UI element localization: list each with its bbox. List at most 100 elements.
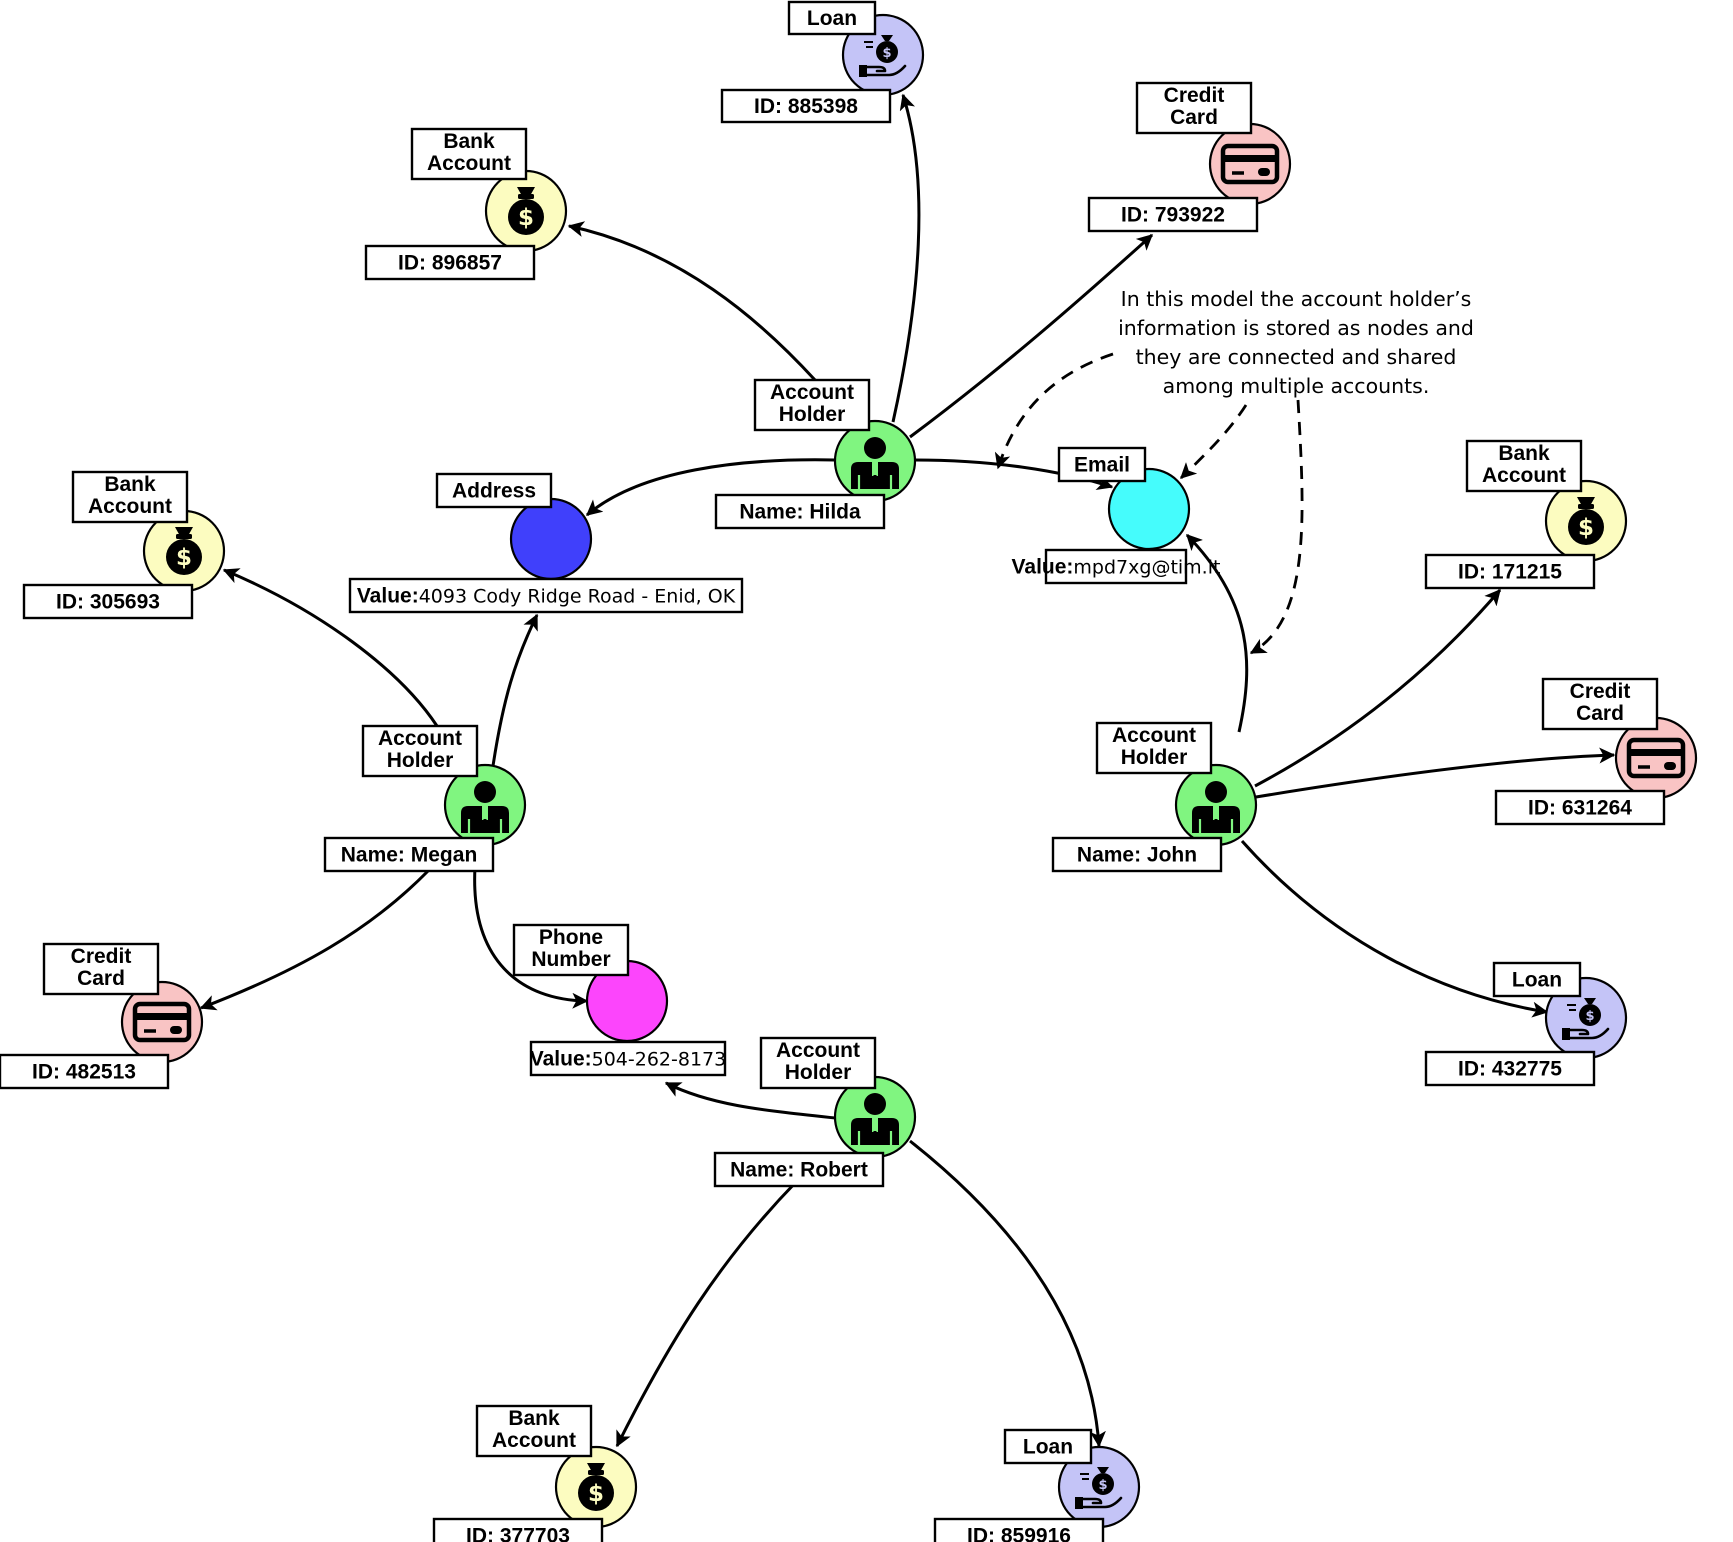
edge-robert-to-loan_859916: [909, 1139, 1106, 1448]
edge-john-to-email: [1185, 533, 1249, 733]
bank_377703-type-text-1: Account: [492, 1429, 576, 1452]
bank_896857-type-text-1: Account: [427, 152, 511, 175]
node-megan[interactable]: [443, 763, 527, 847]
svg-text:$: $: [882, 46, 891, 61]
money-bag-icon: $: [1568, 497, 1604, 545]
node-address[interactable]: [509, 497, 593, 581]
phone-type-text-1: Number: [531, 948, 610, 971]
address-value-text: Value:4093 Cody Ridge Road - Enid, OK: [357, 585, 736, 608]
loan_432775-value-label: ID: 432775: [1424, 1050, 1596, 1087]
bank_171215-value-label: ID: 171215: [1424, 553, 1596, 590]
email-value-text: Value:mpd7xg@tim.it: [1012, 556, 1221, 579]
john-type-text-0: Account: [1112, 724, 1196, 747]
megan-type-text-1: Holder: [387, 749, 454, 772]
cc_793922-type-text-0: Credit: [1164, 84, 1225, 107]
loan_432775-type-text-0: Loan: [1512, 969, 1562, 992]
edge-john-to-cc_631264: [1255, 747, 1616, 799]
bank_896857-value-label: ID: 896857: [364, 244, 536, 281]
phone-value-text: Value:504-262-8173: [530, 1048, 726, 1071]
person-icon: [851, 1093, 899, 1145]
loan_885398-value-label: ID: 885398: [720, 88, 892, 124]
bank_305693-value-label: ID: 305693: [22, 583, 194, 620]
phone-type-text-0: Phone: [539, 926, 603, 949]
node-loan_859916[interactable]: $: [1057, 1445, 1141, 1529]
megan-value-label: Name: Megan: [323, 836, 495, 873]
cc_631264-value-label: ID: 631264: [1494, 789, 1666, 826]
node-address-circle[interactable]: [509, 497, 593, 581]
john-value-text: Name: John: [1077, 844, 1197, 867]
node-cc_793922[interactable]: [1208, 122, 1292, 206]
person-icon: [461, 781, 509, 833]
node-hilda[interactable]: [833, 419, 917, 503]
john-value-label: Name: John: [1051, 836, 1223, 873]
node-john[interactable]: [1174, 763, 1258, 847]
edge-hilda-to-address: [585, 458, 836, 517]
cc_482513-value-text: ID: 482513: [32, 1061, 136, 1084]
edge-john-to-loan_432775: [1240, 840, 1549, 1018]
bank_171215-type-text-0: Bank: [1498, 442, 1550, 465]
bank_377703-value-text: ID: 377703: [466, 1525, 570, 1542]
cc_482513-type-text-0: Credit: [71, 945, 132, 968]
robert-type-text-1: Holder: [785, 1061, 852, 1084]
email-type-label: Email: [1057, 446, 1147, 483]
loan_885398-type-text-0: Loan: [807, 7, 857, 30]
node-bank_896857[interactable]: $: [484, 169, 568, 253]
address-type-label: Address: [435, 472, 553, 509]
bank_171215-type-text-1: Account: [1482, 464, 1566, 487]
node-bank_305693[interactable]: $: [142, 509, 226, 593]
bank_377703-type-text-0: Bank: [508, 1407, 560, 1430]
email-value-label: Value:mpd7xg@tim.it: [1012, 548, 1221, 585]
dashed-arrow-to-email: [1180, 404, 1248, 480]
loan-hand-icon: $: [859, 35, 907, 77]
svg-text:$: $: [588, 1481, 604, 1507]
cc_482513-value-label: ID: 482513: [0, 1053, 170, 1090]
loan_859916-value-text: ID: 859916: [967, 1525, 1071, 1542]
phone-value-label: Value:504-262-8173: [530, 1040, 726, 1077]
bank_896857-value-text: ID: 896857: [398, 252, 502, 275]
edge-megan-to-address: [491, 613, 539, 767]
node-bank_377703[interactable]: $: [554, 1445, 638, 1529]
hilda-value-label: Name: Hilda: [714, 493, 886, 530]
svg-text:$: $: [176, 545, 192, 571]
robert-value-label: Name: Robert: [713, 1151, 885, 1188]
hilda-type-text-0: Account: [770, 381, 854, 404]
money-bag-icon: $: [578, 1463, 614, 1511]
node-loan_432775[interactable]: $: [1544, 976, 1628, 1060]
robert-value-text: Name: Robert: [730, 1159, 868, 1182]
edge-megan-to-cc_482513: [199, 869, 430, 1011]
loan_885398-type-label: Loan: [787, 0, 877, 36]
cc_793922-value-text: ID: 793922: [1121, 204, 1225, 227]
loan_885398-value-text: ID: 885398: [754, 95, 858, 118]
annotation-note-line-2: they are connected and shared: [1136, 345, 1457, 369]
credit-card-icon: [1220, 143, 1280, 185]
cc_631264-value-text: ID: 631264: [1528, 797, 1632, 820]
hilda-type-text-1: Holder: [779, 403, 846, 426]
edge-megan-to-phone: [473, 866, 589, 1009]
edge-robert-to-phone: [664, 1081, 836, 1120]
annotation-note-line-3: among multiple accounts.: [1163, 374, 1430, 398]
address-value-label: Value:4093 Cody Ridge Road - Enid, OK: [348, 577, 744, 614]
credit-card-icon: [1626, 737, 1686, 779]
dashed-arrow-to-john-email-edge: [1249, 399, 1304, 655]
loan_432775-type-label: Loan: [1492, 961, 1582, 998]
svg-text:$: $: [518, 205, 534, 231]
cc_793922-value-label: ID: 793922: [1087, 196, 1259, 233]
bank_896857-type-text-0: Bank: [443, 130, 495, 153]
cc_631264-type-text-0: Credit: [1570, 680, 1631, 703]
bank_305693-value-text: ID: 305693: [56, 591, 160, 614]
loan_859916-type-label: Loan: [1003, 1428, 1093, 1465]
svg-text:$: $: [1585, 1009, 1594, 1024]
node-robert[interactable]: [833, 1075, 917, 1159]
node-bank_171215[interactable]: $: [1544, 479, 1628, 563]
bank_171215-value-text: ID: 171215: [1458, 561, 1562, 584]
svg-text:$: $: [1578, 515, 1594, 541]
bank_305693-type-text-1: Account: [88, 495, 172, 518]
loan-hand-icon: $: [1562, 998, 1610, 1040]
